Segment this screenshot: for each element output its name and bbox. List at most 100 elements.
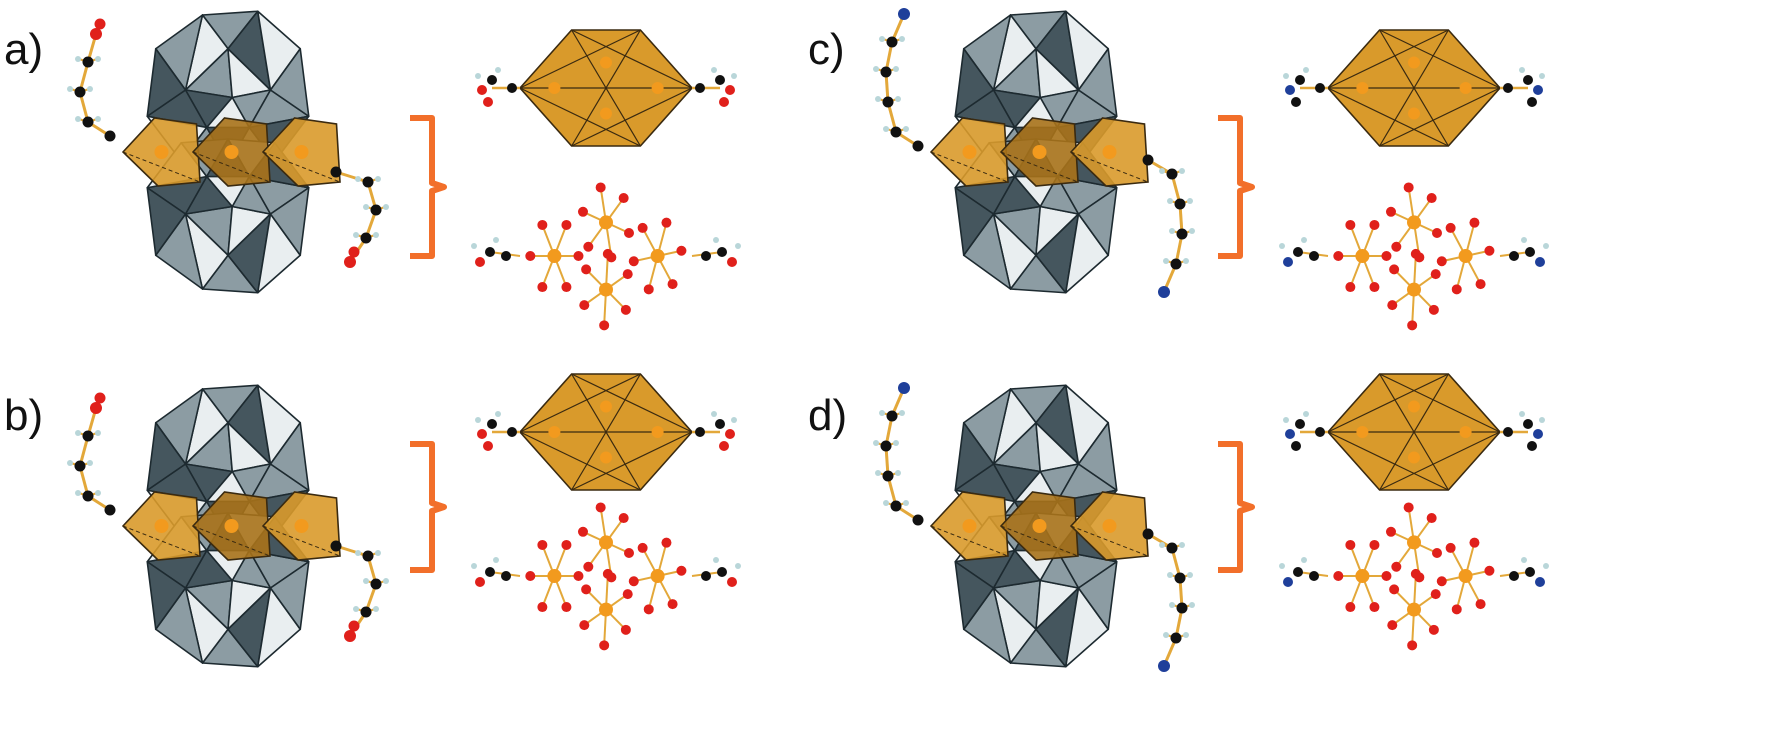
carbon-atom [507, 83, 517, 93]
curly-bracket-icon [410, 115, 447, 259]
metal-atom [600, 56, 612, 69]
core-edge [519, 373, 641, 433]
hydrogen-atom [1167, 572, 1173, 578]
terminal-atom [90, 28, 102, 40]
curly-bracket-icon [1218, 115, 1255, 259]
hydrogen-atom [1187, 198, 1193, 204]
oxygen-atom [1369, 602, 1380, 613]
hydrogen-atom [1543, 243, 1549, 249]
metal-atom [1458, 249, 1473, 263]
hydrogen-atom [873, 440, 879, 446]
curly-bracket [1218, 115, 1255, 259]
metal-atom [154, 519, 169, 533]
carbon-atom [912, 140, 924, 152]
carbon-atom [1525, 567, 1535, 577]
terminal-atom [1535, 257, 1545, 267]
terminal-atom [898, 8, 910, 20]
oxygen-atom [1436, 256, 1447, 267]
core-ball-and-stick-view-icon [471, 502, 741, 651]
hydrogen-atom [493, 557, 499, 563]
carbon-atom [1295, 75, 1305, 85]
terminal-atom [898, 382, 910, 394]
hydrogen-atom [883, 126, 889, 132]
oxygen-atom [599, 640, 610, 651]
metal-atom [599, 282, 613, 297]
metal-atom [1407, 602, 1421, 617]
carbon-atom [74, 86, 86, 98]
hydrogen-atom [1543, 563, 1549, 569]
atom [1291, 97, 1301, 107]
carbon-atom [82, 430, 94, 442]
terminal-atom [477, 85, 487, 95]
carbon-atom [485, 567, 495, 577]
terminal-atom [475, 577, 485, 587]
panel-label-a: a) [4, 25, 44, 74]
hydrogen-atom [1159, 168, 1165, 174]
hydrogen-atom [711, 411, 717, 417]
oxygen-atom [1369, 282, 1380, 293]
curly-bracket [1218, 441, 1255, 573]
tungsten-octahedron [146, 560, 187, 631]
core-edge [519, 87, 641, 147]
oxygen-atom [561, 219, 572, 230]
hydrogen-atom [895, 96, 901, 102]
hydrogen-atom [1539, 417, 1545, 423]
metal-atom [599, 602, 613, 617]
oxygen-atom [583, 241, 594, 252]
oxygen-atom [537, 219, 548, 230]
hydrogen-atom [493, 237, 499, 243]
hydrogen-atom [1279, 563, 1285, 569]
carbon-atom [362, 176, 374, 188]
panel-illustration-c [873, 8, 1549, 331]
metal-atom [600, 400, 612, 413]
oxygen-atom [620, 624, 631, 635]
oxygen-atom [1407, 320, 1418, 331]
hydrogen-atom [1183, 632, 1189, 638]
hydrogen-atom [1283, 73, 1289, 79]
hydrogen-atom [735, 563, 741, 569]
hydrogen-atom [95, 430, 101, 436]
terminal-atom [727, 257, 737, 267]
panel-label-d: d) [808, 391, 848, 440]
metal-atom [1459, 82, 1472, 94]
panel-illustration-d [873, 373, 1549, 672]
carbon-atom [886, 36, 898, 48]
hydrogen-atom [1189, 228, 1195, 234]
tungsten-octahedron [269, 47, 310, 118]
oxygen-atom [1426, 513, 1437, 524]
oxygen-atom [1407, 640, 1418, 651]
hydrogen-atom [1169, 602, 1175, 608]
carbon-atom [882, 470, 894, 482]
carbon-atom [880, 440, 892, 452]
carbon-atom [1309, 571, 1319, 581]
hydrogen-atom [903, 126, 909, 132]
hydrogen-atom [355, 176, 361, 182]
oxygen-atom [525, 571, 536, 581]
carbon-atom [1170, 258, 1182, 270]
oxygen-atom [348, 246, 360, 258]
oxygen-atom [1345, 219, 1356, 230]
carbon-atom [1142, 528, 1154, 540]
oxygen-atom [94, 18, 106, 30]
tungsten-octahedron [954, 186, 995, 257]
tungsten-octahedron [1077, 560, 1118, 631]
oxygen-atom [573, 251, 584, 261]
terminal-atom [1283, 257, 1293, 267]
hydrogen-atom [1301, 557, 1307, 563]
oxygen-atom [661, 537, 672, 548]
hydrogen-atom [875, 96, 881, 102]
metal-atom [224, 145, 239, 159]
core-edge [1327, 87, 1449, 147]
ligand-chain-icon [873, 8, 1195, 298]
carbon-atom [82, 116, 94, 128]
oxygen-atom [1445, 222, 1456, 233]
hydrogen-atom [899, 410, 905, 416]
carbon-atom [890, 500, 902, 512]
oxygen-atom [618, 193, 629, 204]
oxygen-atom [637, 542, 648, 553]
core-edge [1327, 373, 1449, 433]
metal-atom [547, 249, 562, 263]
carbon-atom [890, 126, 902, 138]
panel-d: d) [808, 374, 1772, 748]
